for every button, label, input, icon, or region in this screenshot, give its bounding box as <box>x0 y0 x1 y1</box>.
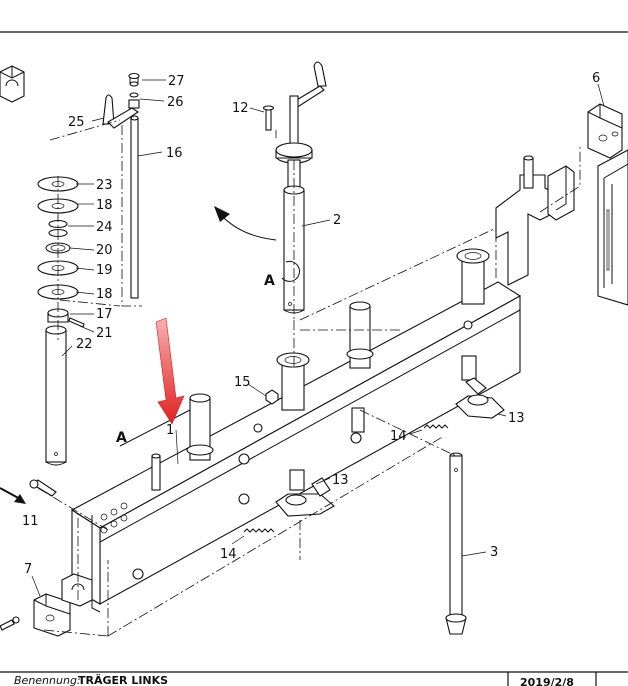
callout-14-right: 14 <box>390 429 407 444</box>
clamp-part-7 <box>33 573 93 637</box>
spring-14-right <box>423 424 449 429</box>
guide-lines <box>37 227 497 637</box>
designation-label: Benennung: <box>14 674 81 686</box>
callout-labels: 27 26 25 16 23 18 24 20 19 18 17 21 22 1… <box>22 71 600 577</box>
callout-11: 11 <box>22 514 39 529</box>
bracket-top-left <box>0 65 25 103</box>
callout-14-left: 14 <box>220 547 237 562</box>
callout-24: 24 <box>96 220 113 235</box>
callout-7: 7 <box>24 562 32 577</box>
callout-3: 3 <box>490 545 498 560</box>
callout-20: 20 <box>96 243 113 258</box>
bracket-13-left <box>275 477 335 517</box>
bolt-bottom-left <box>0 616 20 631</box>
pin-part-3 <box>445 452 467 635</box>
pointer-arrow <box>0 487 26 504</box>
callout-22: 22 <box>76 337 93 352</box>
section-line-A <box>119 409 191 447</box>
handle-assembly-left <box>37 72 142 466</box>
callout-15: 15 <box>234 375 251 390</box>
callout-26: 26 <box>167 95 184 110</box>
title-block: Benennung: TRÄGER LINKS 2019/2/8 <box>0 671 628 686</box>
callout-13-left: 13 <box>332 473 349 488</box>
callout-17: 17 <box>96 307 113 322</box>
view-marker-a-crank: A <box>264 273 275 289</box>
callout-18-lower: 18 <box>96 287 113 302</box>
main-beam <box>70 248 522 613</box>
callout-19: 19 <box>96 263 113 278</box>
nut-15 <box>265 389 279 405</box>
callout-27: 27 <box>168 74 185 89</box>
leader-lines <box>31 79 605 597</box>
callout-2: 2 <box>333 213 341 228</box>
side-rail-plate <box>597 149 628 306</box>
callout-23: 23 <box>96 178 113 193</box>
bracket-13-right <box>455 377 505 419</box>
callout-1: 1 <box>166 423 174 438</box>
upright-support <box>495 146 581 286</box>
view-marker-a-beam: A <box>116 430 127 446</box>
callout-25: 25 <box>68 115 85 130</box>
callout-18-upper: 18 <box>96 198 113 213</box>
callout-21: 21 <box>96 326 113 341</box>
crank-assembly <box>214 61 327 320</box>
clamp-part-6 <box>587 103 623 159</box>
designation-value: TRÄGER LINKS <box>78 673 168 686</box>
drawing-date: 2019/2/8 <box>520 676 574 686</box>
highlight-arrow <box>155 317 185 425</box>
screw-11 <box>29 479 57 497</box>
callout-13-right: 13 <box>508 411 525 426</box>
callout-16: 16 <box>166 146 183 161</box>
callout-6: 6 <box>592 71 600 86</box>
spring-14-left <box>243 528 275 533</box>
callout-12: 12 <box>232 101 249 116</box>
